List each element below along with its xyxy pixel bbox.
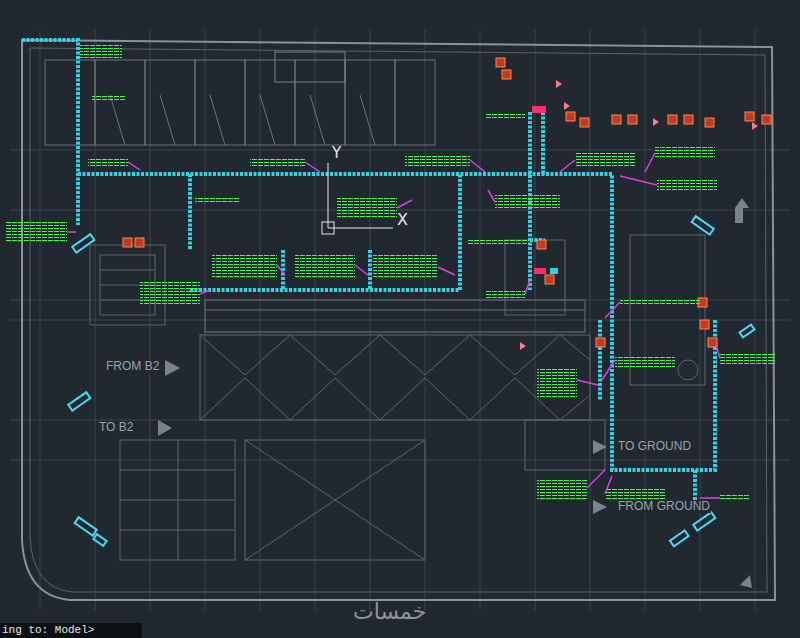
ramp-label: TO B2 — [98, 421, 134, 434]
parking-stalls — [45, 52, 585, 332]
command-line: ing to: Model> — [1, 624, 95, 636]
leader-lines — [67, 153, 720, 498]
building-outline — [22, 40, 775, 600]
direction-arrows — [158, 198, 752, 588]
ramp-label: FROM GROUND — [617, 500, 711, 513]
command-bar — [0, 623, 142, 638]
axis-letter: Y — [331, 145, 342, 162]
ucs-icon — [322, 163, 393, 234]
axis-letter: X — [396, 211, 409, 229]
annotation-blocks — [5, 45, 775, 501]
ramp-label: TO GROUND — [617, 440, 692, 453]
equipment-symbols — [123, 58, 771, 350]
fan-symbols — [68, 216, 754, 546]
watermark: خمسات — [352, 600, 427, 624]
ramp-label: FROM B2 — [105, 360, 160, 373]
grid-lines — [10, 30, 790, 610]
pipe-network — [22, 40, 715, 512]
